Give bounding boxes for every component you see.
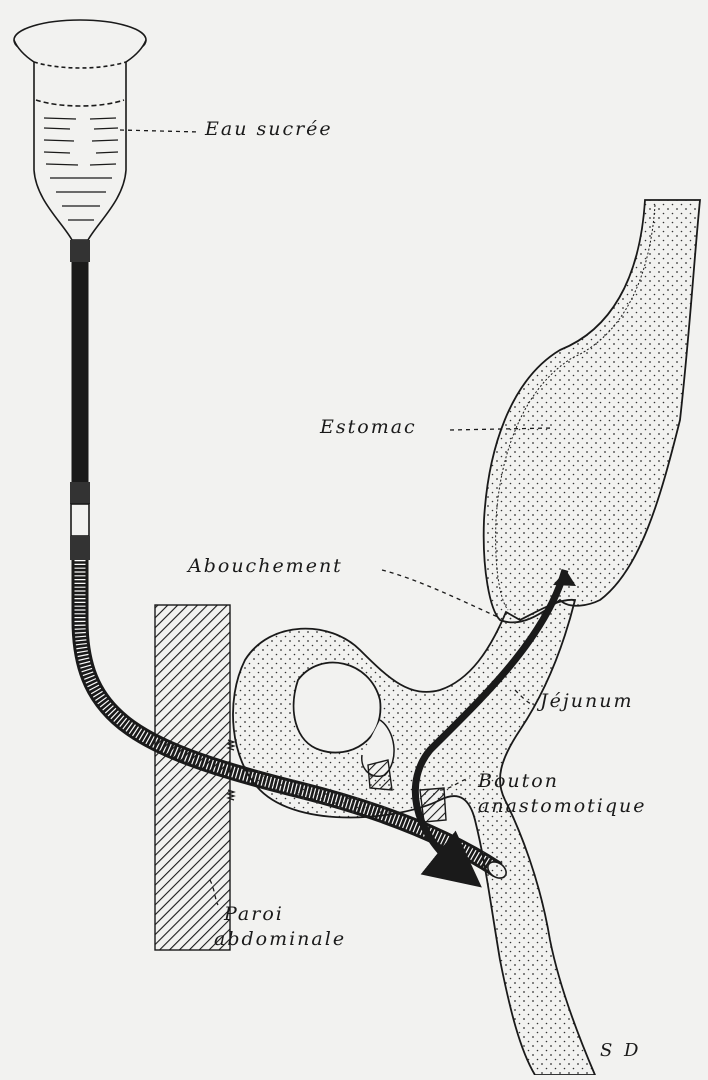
abdominal-wall xyxy=(155,605,230,950)
label-anastomotique: anastomotique xyxy=(478,795,647,817)
jejunum xyxy=(233,600,595,1075)
label-jejunum: Jéjunum xyxy=(540,690,633,712)
tube-collar-top xyxy=(70,240,90,262)
label-paroi: Paroi xyxy=(224,903,284,925)
funnel xyxy=(14,20,146,240)
label-estomac: Estomac xyxy=(320,416,417,438)
label-eau-sucree: Eau sucrée xyxy=(205,118,333,140)
label-abouchement: Abouchement xyxy=(188,555,343,577)
stomach xyxy=(484,200,700,622)
glass-connector xyxy=(71,504,89,536)
tube-collar-low xyxy=(70,536,90,560)
artist-signature: S D xyxy=(600,1040,641,1061)
label-bouton: Bouton xyxy=(478,770,559,792)
label-abdominale: abdominale xyxy=(214,928,346,950)
tube-collar-mid xyxy=(70,482,90,504)
